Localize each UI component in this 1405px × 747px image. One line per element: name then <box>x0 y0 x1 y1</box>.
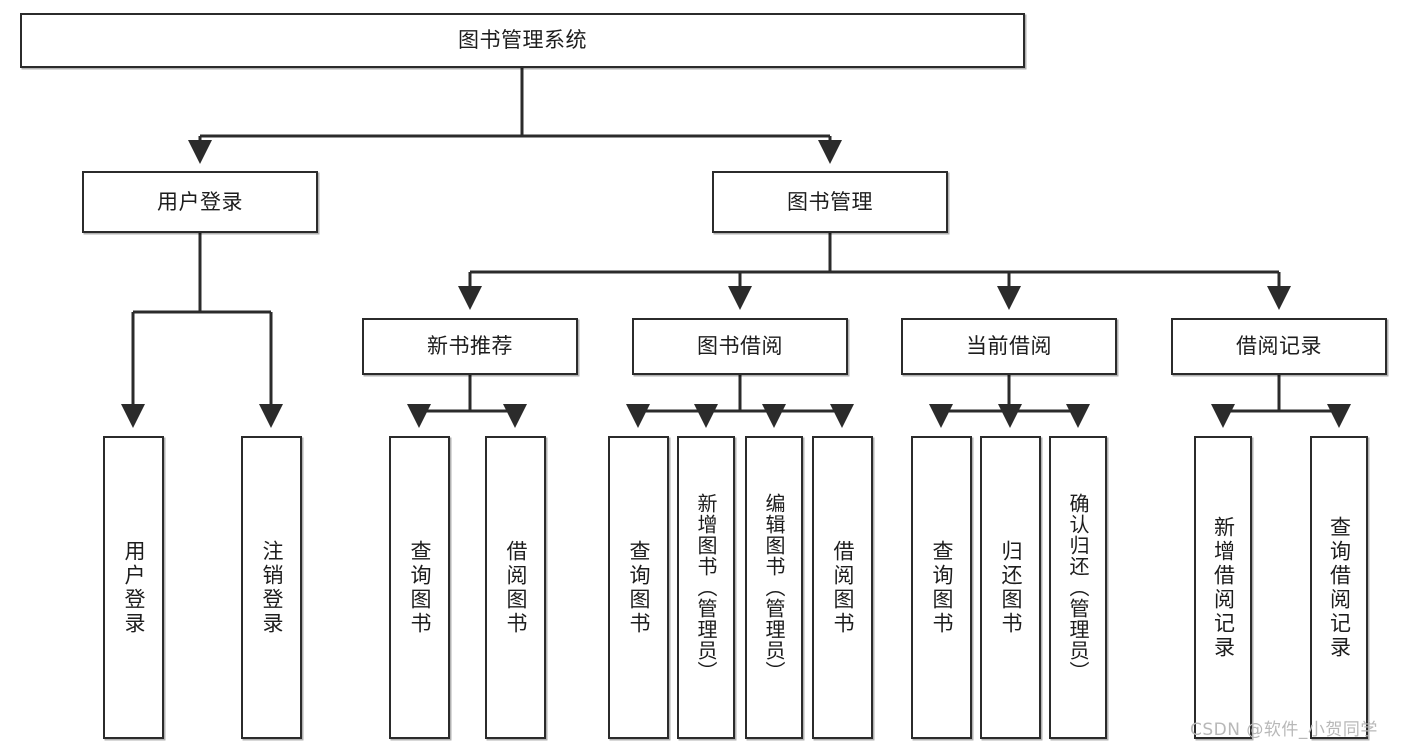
node-leaf-user-logout-label: 注销登录 <box>260 539 284 636</box>
node-leaf-edit-book-admin-label: 编辑图书（管理员） <box>762 493 786 682</box>
node-leaf-add-borrow-record[interactable]: 新增借阅记录 <box>1194 436 1252 739</box>
node-leaf-borrow-book-label: 借阅图书 <box>831 539 855 636</box>
node-leaf-user-logout[interactable]: 注销登录 <box>241 436 302 739</box>
node-book-borrow-label: 图书借阅 <box>697 334 783 359</box>
node-leaf-query-book-borrow-label: 查询图书 <box>627 539 651 636</box>
node-leaf-query-book-current[interactable]: 查询图书 <box>911 436 972 739</box>
node-leaf-query-book-borrow[interactable]: 查询图书 <box>608 436 669 739</box>
node-book-manage[interactable]: 图书管理 <box>712 171 948 233</box>
node-borrow-record[interactable]: 借阅记录 <box>1171 318 1387 375</box>
node-new-book-recommend-label: 新书推荐 <box>427 334 513 359</box>
node-leaf-add-book-admin[interactable]: 新增图书（管理员） <box>677 436 735 739</box>
node-leaf-user-login[interactable]: 用户登录 <box>103 436 164 739</box>
node-leaf-add-book-admin-label: 新增图书（管理员） <box>694 493 718 682</box>
node-leaf-borrow-book-rec[interactable]: 借阅图书 <box>485 436 546 739</box>
node-current-borrow-label: 当前借阅 <box>966 334 1052 359</box>
node-leaf-confirm-return-admin[interactable]: 确认归还（管理员） <box>1049 436 1107 739</box>
node-book-borrow[interactable]: 图书借阅 <box>632 318 848 375</box>
node-leaf-return-book[interactable]: 归还图书 <box>980 436 1041 739</box>
node-leaf-query-borrow-record[interactable]: 查询借阅记录 <box>1310 436 1368 739</box>
node-leaf-edit-book-admin[interactable]: 编辑图书（管理员） <box>745 436 803 739</box>
node-leaf-query-book-rec-label: 查询图书 <box>408 539 432 636</box>
node-root[interactable]: 图书管理系统 <box>20 13 1025 68</box>
node-root-label: 图书管理系统 <box>458 28 587 53</box>
node-user-login-label: 用户登录 <box>157 189 243 214</box>
node-user-login[interactable]: 用户登录 <box>82 171 318 233</box>
watermark-text: CSDN @软件_小贺同学 <box>1190 720 1378 740</box>
node-borrow-record-label: 借阅记录 <box>1236 334 1322 359</box>
node-leaf-query-borrow-record-label: 查询借阅记录 <box>1327 515 1352 660</box>
node-book-manage-label: 图书管理 <box>787 189 873 214</box>
node-leaf-user-login-label: 用户登录 <box>122 539 146 636</box>
node-leaf-return-book-label: 归还图书 <box>999 539 1023 636</box>
node-leaf-add-borrow-record-label: 新增借阅记录 <box>1211 515 1236 660</box>
node-leaf-borrow-book-rec-label: 借阅图书 <box>504 539 528 636</box>
node-leaf-query-book-rec[interactable]: 查询图书 <box>389 436 450 739</box>
node-current-borrow[interactable]: 当前借阅 <box>901 318 1117 375</box>
node-new-book-recommend[interactable]: 新书推荐 <box>362 318 578 375</box>
node-leaf-confirm-return-admin-label: 确认归还（管理员） <box>1066 493 1090 682</box>
node-leaf-borrow-book[interactable]: 借阅图书 <box>812 436 873 739</box>
node-leaf-query-book-current-label: 查询图书 <box>930 539 954 636</box>
